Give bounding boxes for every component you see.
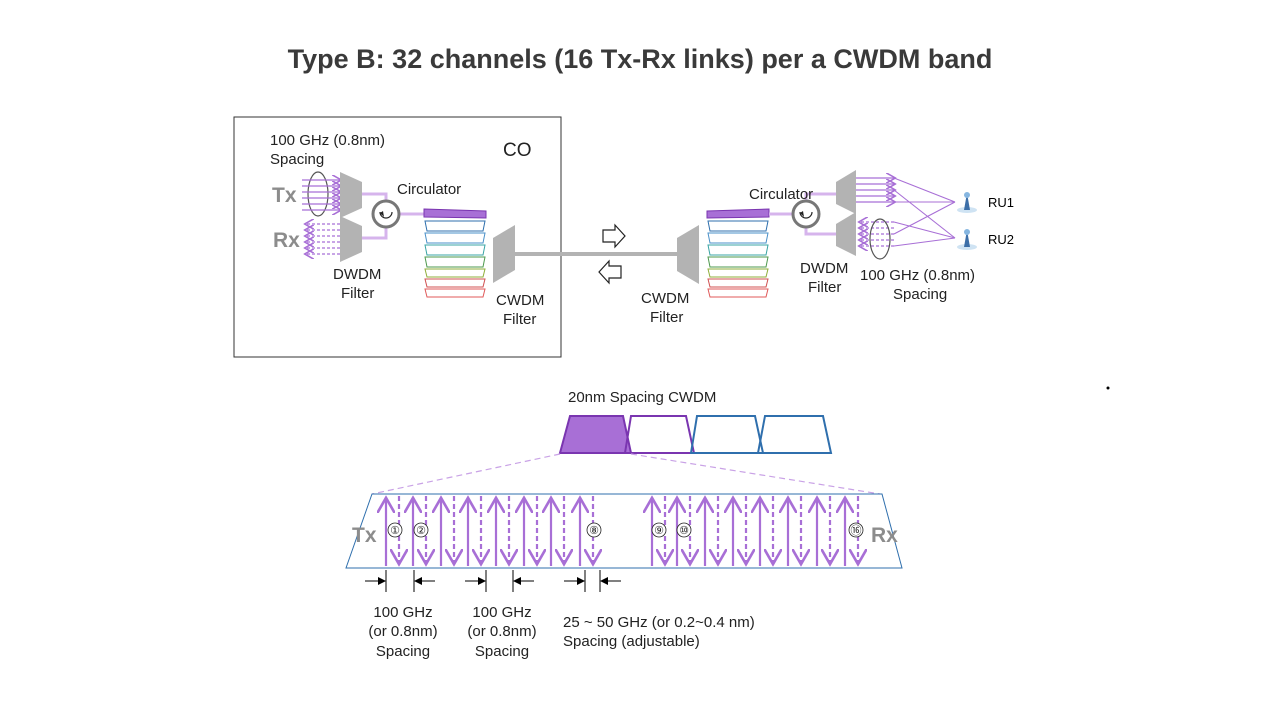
- co-cwdm-filter: [493, 225, 515, 283]
- cwdm-band: 20nm Spacing CWDM: [371, 389, 881, 495]
- remote-circulator-icon: [791, 199, 821, 229]
- spectrum: Tx Rx ① ② ⑧ ⑨ ⑩ ⑯: [345, 493, 903, 660]
- spectrum-arrows: [386, 496, 858, 566]
- upstream-arrow-icon: [598, 259, 622, 285]
- co-cwdm-line2: Filter: [503, 311, 536, 328]
- remote-rx-arrows: [860, 222, 894, 246]
- downstream-arrow-icon: [602, 223, 626, 249]
- co-dwdm-rx-filter: [340, 216, 362, 262]
- co-tx-label: Tx: [272, 184, 297, 207]
- co-tx-arrows: [302, 180, 340, 210]
- remote-dwdm-line1: DWDM: [800, 260, 848, 277]
- ru-links: [893, 177, 956, 247]
- spacing-1-line3: Spacing: [376, 643, 430, 660]
- remote-spacing-line1: 100 GHz (0.8nm): [860, 267, 975, 284]
- co-dwdm-line1: DWDM: [333, 266, 381, 283]
- co-dwdm-tx-filter: [340, 172, 362, 218]
- co-cwdm-channel-stack: [423, 208, 487, 298]
- channel-number-labels: ① ② ⑧ ⑨ ⑩ ⑯: [387, 522, 864, 538]
- spacing-2-line2: (or 0.8nm): [467, 623, 536, 640]
- channel-9-label: ⑨: [654, 525, 664, 537]
- spacing-markers: [365, 570, 621, 592]
- spacing-2-line1: 100 GHz: [472, 604, 531, 621]
- co-spacing-ellipse: [307, 171, 329, 217]
- page-title: Type B: 32 channels (16 Tx-Rx links) per…: [287, 44, 993, 74]
- cwdm-band-4: [756, 415, 833, 454]
- co-box: CO 100 GHz (0.8nm) Spacing Tx Rx: [233, 116, 562, 358]
- ru1-antenna-icon: [957, 192, 977, 213]
- co-box-border: [233, 116, 562, 358]
- channel-1-label: ①: [390, 525, 400, 537]
- spacing-3-line2: Spacing (adjustable): [563, 633, 700, 650]
- cwdm-band-label: 20nm Spacing CWDM: [568, 389, 716, 406]
- co-circulator-label: Circulator: [397, 181, 461, 198]
- spectrum-rx-label: Rx: [871, 524, 898, 547]
- co-spacing-line2: Spacing: [270, 151, 324, 168]
- co-dwdm-line2: Filter: [341, 285, 374, 302]
- cwdm-band-3: [689, 415, 765, 454]
- stray-dot: [1106, 386, 1110, 390]
- co-spacing-line1: 100 GHz (0.8nm): [270, 132, 385, 149]
- cwdm-band-selected: [558, 415, 633, 454]
- remote-tx-arrows: [856, 178, 894, 202]
- spacing-1-line2: (or 0.8nm): [368, 623, 437, 640]
- co-rx-arrows: [306, 224, 340, 254]
- co-cwdm-line1: CWDM: [496, 292, 544, 309]
- remote-cwdm-line2: Filter: [650, 309, 683, 326]
- remote-dwdm-tx-filter: [836, 170, 856, 214]
- ru1-label: RU1: [988, 195, 1014, 210]
- spectrum-tx-label: Tx: [352, 524, 377, 547]
- ru2-label: RU2: [988, 232, 1014, 247]
- channel-8-label: ⑧: [589, 525, 599, 537]
- remote-cwdm-line1: CWDM: [641, 290, 689, 307]
- remote-spacing-ellipse: [869, 218, 891, 260]
- remote-cwdm-channel-stack: [706, 208, 770, 298]
- remote-dwdm-rx-filter: [836, 212, 856, 256]
- spacing-2-line3: Spacing: [475, 643, 529, 660]
- spacing-1-line1: 100 GHz: [373, 604, 432, 621]
- cwdm-band-2: [623, 415, 696, 454]
- remote-cwdm-filter: [677, 225, 699, 284]
- remote-site: CWDM Filter Circulator: [641, 170, 1014, 326]
- co-rx-label: Rx: [273, 229, 300, 252]
- ru2-antenna-icon: [957, 229, 977, 250]
- channel-10-label: ⑩: [679, 525, 689, 537]
- remote-circulator-label: Circulator: [749, 186, 813, 203]
- spacing-3-line1: 25 ~ 50 GHz (or 0.2~0.4 nm): [563, 614, 755, 631]
- remote-spacing-line2: Spacing: [893, 286, 947, 303]
- spectrum-envelope: [345, 493, 903, 569]
- remote-dwdm-line2: Filter: [808, 279, 841, 296]
- co-circulator-icon: [371, 199, 401, 229]
- channel-16-label: ⑯: [851, 524, 862, 537]
- channel-2-label: ②: [416, 525, 426, 537]
- co-label: CO: [503, 140, 532, 161]
